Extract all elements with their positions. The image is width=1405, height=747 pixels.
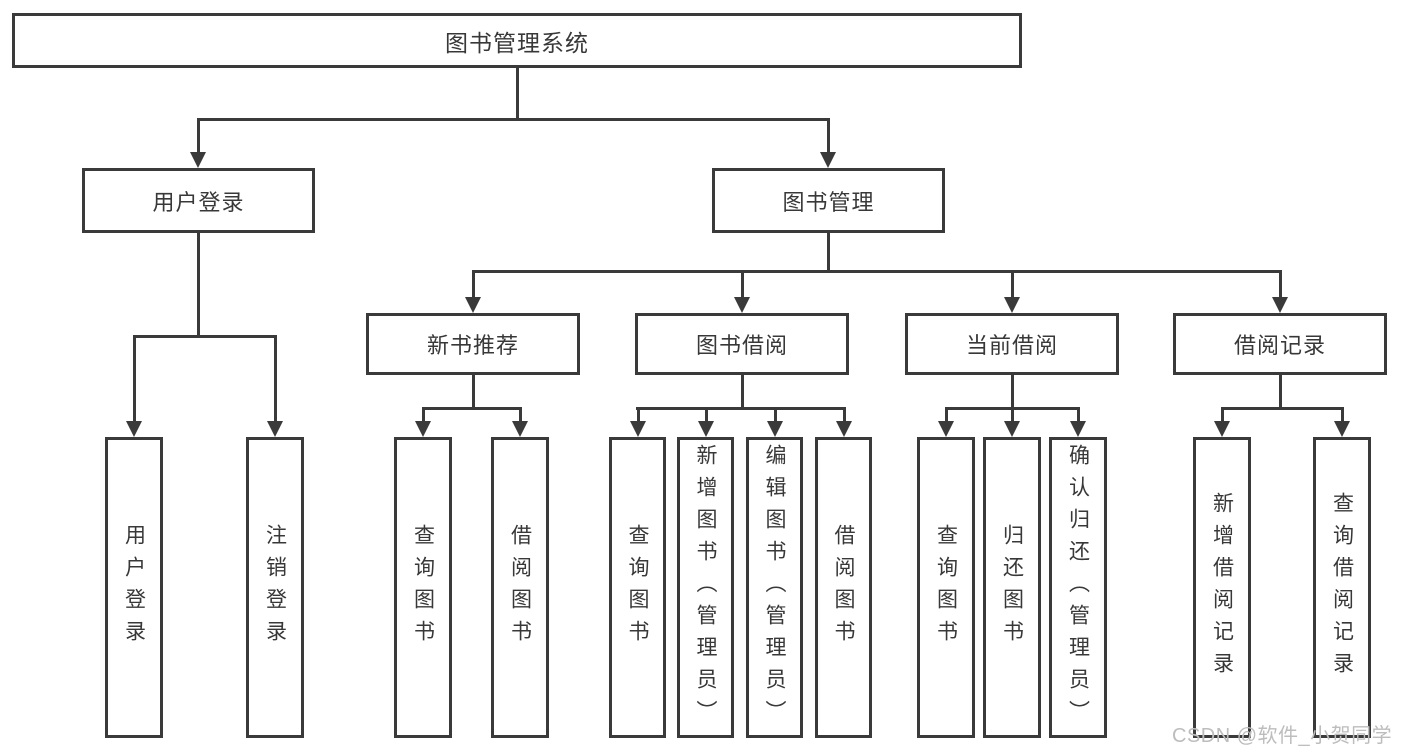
connector-vline [944,407,948,422]
arrow-down-icon [836,421,852,437]
connector-vline [1010,270,1014,298]
connector-vline [826,118,830,153]
connector-vline [827,233,830,273]
arrow-down-icon [1070,421,1086,437]
connector-vline [1278,375,1282,409]
connector-vline [471,375,475,409]
arrow-down-icon [465,297,481,313]
arrow-down-icon [1272,297,1288,313]
node-query-borrow-record: 查询借阅记录 [1313,437,1371,738]
connector-hline [197,118,830,121]
arrow-down-icon [767,421,783,437]
arrow-down-icon [630,421,646,437]
connector-hline [471,270,1282,273]
arrow-down-icon [415,421,431,437]
connector-vline [773,407,777,422]
connector-vline [273,335,277,422]
node-library-management-system: 图书管理系统 [12,13,1022,68]
node-book-borrowing: 图书借阅 [635,313,849,375]
arrow-down-icon [267,421,283,437]
connector-vline [196,233,200,338]
node-borrowing-records: 借阅记录 [1173,313,1387,375]
connector-hline [132,335,277,338]
arrow-down-icon [1004,297,1020,313]
node-borrow-books: 借阅图书 [815,437,872,738]
node-query-books-recommend: 查询图书 [394,437,452,738]
node-edit-book-admin: 编辑图书（管理员） [746,437,803,738]
arrow-down-icon [698,421,714,437]
arrow-down-icon [126,421,142,437]
arrow-down-icon [820,152,836,168]
node-book-management: 图书管理 [712,168,945,233]
node-return-books: 归还图书 [983,437,1041,738]
node-query-books-current: 查询图书 [917,437,975,738]
node-user-login: 用户登录 [82,168,315,233]
connector-vline [842,407,846,422]
node-new-book-recommend: 新书推荐 [366,313,580,375]
connector-vline [421,407,425,422]
connector-vline [1010,407,1014,422]
connector-vline [740,375,744,409]
connector-vline [196,118,200,153]
arrow-down-icon [1334,421,1350,437]
connector-vline [1220,407,1224,422]
arrow-down-icon [512,421,528,437]
node-confirm-return-admin: 确认归还（管理员） [1049,437,1107,738]
arrow-down-icon [1004,421,1020,437]
node-borrow-books-recommend: 借阅图书 [491,437,549,738]
node-add-book-admin: 新增图书（管理员） [677,437,734,738]
connector-vline [740,270,744,298]
connector-vline [1340,407,1344,422]
connector-hline [1220,407,1344,410]
arrow-down-icon [190,152,206,168]
connector-vline [132,335,136,422]
connector-hline [636,407,845,410]
arrow-down-icon [734,297,750,313]
node-user-login-leaf: 用户登录 [105,437,163,738]
arrow-down-icon [1214,421,1230,437]
connector-hline [421,407,522,410]
watermark: CSDN @软件_小贺同学 [1172,725,1393,747]
connector-vline [518,407,522,422]
node-add-borrow-record: 新增借阅记录 [1193,437,1251,738]
connector-vline [636,407,640,422]
connector-vline [515,68,519,121]
connector-vline [471,270,475,298]
connector-vline [704,407,708,422]
node-logout: 注销登录 [246,437,304,738]
node-query-books-borrowing: 查询图书 [609,437,666,738]
arrow-down-icon [938,421,954,437]
connector-vline [1010,375,1014,409]
node-current-borrowing: 当前借阅 [905,313,1119,375]
connector-vline [1076,407,1080,422]
connector-vline [1278,270,1282,298]
